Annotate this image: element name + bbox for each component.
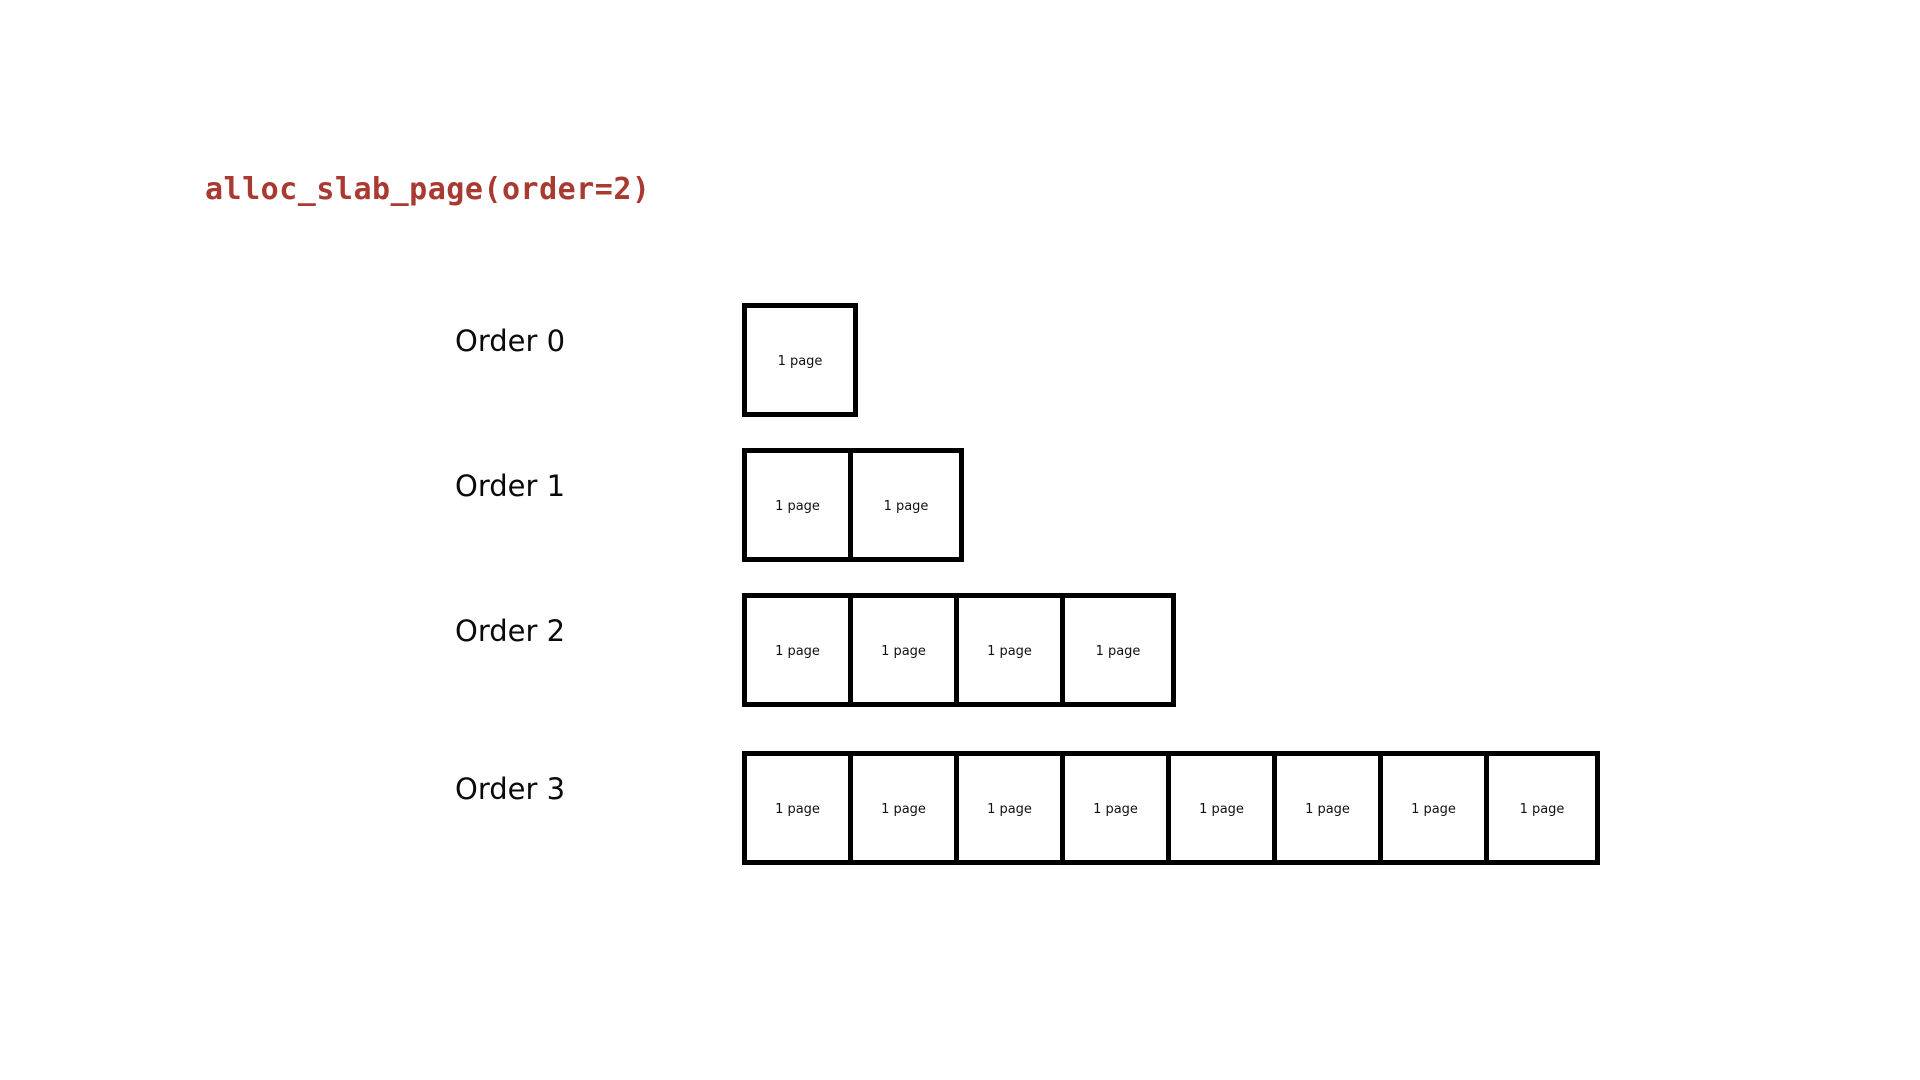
page-cell: 1 page xyxy=(747,756,853,860)
page-cell-label: 1 page xyxy=(1199,801,1244,817)
page-cell-label: 1 page xyxy=(1093,801,1138,817)
page-title: alloc_slab_page(order=2) xyxy=(205,172,651,207)
page-cell: 1 page xyxy=(1277,756,1383,860)
page-cell: 1 page xyxy=(1489,756,1595,860)
page-cell-label: 1 page xyxy=(881,643,926,659)
page-cell-label: 1 page xyxy=(881,801,926,817)
page-cell-label: 1 page xyxy=(1519,801,1565,817)
page-cell: 1 page xyxy=(853,598,959,702)
page-cell: 1 page xyxy=(1065,598,1171,702)
page-cell: 1 page xyxy=(959,756,1065,860)
page-cell-label: 1 page xyxy=(883,498,929,514)
page-strip-order-3: 1 page 1 page 1 page 1 page 1 page 1 pag… xyxy=(742,751,1600,865)
page-cell: 1 page xyxy=(747,308,853,412)
page-cell: 1 page xyxy=(1171,756,1277,860)
page-cell: 1 page xyxy=(959,598,1065,702)
page-cell-label: 1 page xyxy=(775,498,820,514)
page-cell: 1 page xyxy=(853,756,959,860)
page-cell: 1 page xyxy=(747,598,853,702)
page-cell-label: 1 page xyxy=(775,801,820,817)
page-cell-label: 1 page xyxy=(775,643,820,659)
page-cell-label: 1 page xyxy=(987,643,1032,659)
page-cell-label: 1 page xyxy=(1305,801,1350,817)
page-cell-label: 1 page xyxy=(1095,643,1141,659)
page-strip-order-0: 1 page xyxy=(742,303,858,417)
page-cell-label: 1 page xyxy=(987,801,1032,817)
order-label-0: Order 0 xyxy=(455,324,566,358)
page-strip-order-1: 1 page 1 page xyxy=(742,448,964,562)
page-cell: 1 page xyxy=(1383,756,1489,860)
page-strip-order-2: 1 page 1 page 1 page 1 page xyxy=(742,593,1176,707)
page-cell-label: 1 page xyxy=(1411,801,1456,817)
order-label-3: Order 3 xyxy=(455,772,566,806)
order-label-1: Order 1 xyxy=(455,469,566,503)
page-cell: 1 page xyxy=(1065,756,1171,860)
page-cell-label: 1 page xyxy=(777,353,823,369)
page-cell: 1 page xyxy=(853,453,959,557)
order-label-2: Order 2 xyxy=(455,614,566,648)
page-cell: 1 page xyxy=(747,453,853,557)
